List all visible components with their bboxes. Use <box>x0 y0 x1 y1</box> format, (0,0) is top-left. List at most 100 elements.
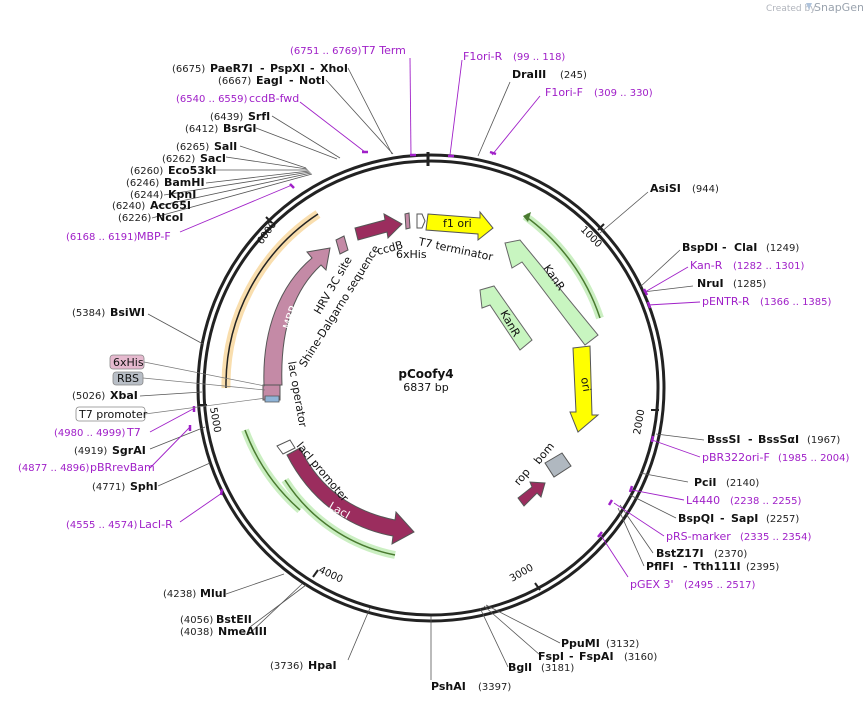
primer-name: T7 Term <box>361 44 406 57</box>
feature-laci-green-arc[interactable] <box>241 428 396 559</box>
feature-bom[interactable]: bom <box>531 440 572 478</box>
enzyme-bgli[interactable]: BglI (3181) <box>508 661 574 674</box>
enzyme-pos: (245) <box>560 70 587 81</box>
enzyme-name: BspQI <box>678 512 714 525</box>
box-label: 6xHis <box>113 356 144 369</box>
enzyme-draiii[interactable]: DraIII (245) <box>512 68 587 81</box>
primer-mbp-f[interactable]: (6168 .. 6191) MBP-F <box>66 230 171 243</box>
enzyme-srfi[interactable]: (6439) SrfI <box>210 110 270 123</box>
enzyme-bsrgi[interactable]: (6412) BsrGI <box>185 122 256 135</box>
enzyme-pos: (4771) <box>92 482 125 493</box>
enzyme-pos: (6675) <box>172 64 205 75</box>
primer-prs-marker[interactable]: pRS-marker (2335 .. 2354) <box>666 530 812 543</box>
enzyme-pcii[interactable]: PciI (2140) <box>694 476 759 489</box>
enzyme-pos: (3736) <box>270 661 303 672</box>
primer-name: F1ori-F <box>545 86 583 99</box>
primer-ccdb-fwd[interactable]: (6540 .. 6559) ccdB-fwd <box>176 92 299 105</box>
enzyme-asisi[interactable]: AsiSI (944) <box>650 182 719 195</box>
enzyme-pos: (6412) <box>185 124 218 135</box>
enzyme-name: NmeAIII <box>218 625 267 638</box>
enzyme-ncoi[interactable]: (6226) NcoI <box>118 211 183 224</box>
primer-f1ori-f[interactable]: F1ori-F (309 .. 330) <box>545 86 653 99</box>
primer-name: LacI-R <box>139 518 173 531</box>
primer-name: pENTR-R <box>702 295 750 308</box>
primer-kan-r[interactable]: Kan-R (1282 .. 1301) <box>690 259 805 272</box>
enzyme-pos: (3181) <box>541 663 574 674</box>
enzyme-bsteii[interactable]: (4056) BstEII <box>180 613 252 626</box>
enzyme-name: PpuMI <box>561 637 600 650</box>
enzyme-nmeaiii[interactable]: (4038) NmeAIII <box>180 625 267 638</box>
enzyme-bstz17i[interactable]: BstZ17I (2370) <box>656 547 747 560</box>
enzyme-name: PciI <box>694 476 716 489</box>
enzyme-name-2: NotI <box>299 74 325 87</box>
enzyme-name-2: PspXI <box>270 62 305 75</box>
enzyme-ppumi[interactable]: PpuMI (3132) <box>561 637 639 650</box>
primer-range: (2335 .. 2354) <box>740 532 812 543</box>
enzyme-name: SalI <box>214 140 237 153</box>
enzyme-bamhi[interactable]: (6246) BamHI <box>126 176 205 189</box>
enzyme-hpai[interactable]: (3736) HpaI <box>270 659 337 672</box>
feature-orange-arc[interactable] <box>221 210 321 389</box>
enzyme-sphi[interactable]: (4771) SphI <box>92 480 158 493</box>
primer-range: (4877 .. 4896) <box>18 463 90 474</box>
tick-6000: 6000 <box>255 220 279 247</box>
primer-ticks <box>188 150 655 538</box>
enzyme-name: NruI <box>697 277 724 290</box>
enzyme-sali[interactable]: (6265) SalI <box>176 140 237 153</box>
box-t7-promoter[interactable]: T7 promoter <box>75 397 267 422</box>
feature-f1-ori[interactable]: f1 ori <box>425 210 494 242</box>
enzyme-mlui[interactable]: (4238) MluI <box>163 587 227 600</box>
primer-t7[interactable]: (4980 .. 4999) T7 <box>54 426 141 439</box>
box-6xhis[interactable]: 6xHis <box>109 354 266 387</box>
primer-pentr-r[interactable]: pENTR-R (1366 .. 1385) <box>702 295 832 308</box>
primer-f1ori-r[interactable]: F1ori-R (99 .. 118) <box>463 50 565 63</box>
credit-prefix: Created by <box>766 4 816 14</box>
enzyme-bspdi-clai[interactable]: BspDI - ClaI (1249) <box>682 241 799 254</box>
enzyme-paer7i-pspxi-xhoi[interactable]: (6675) PaeR7I - PspXI - XhoI <box>172 62 348 75</box>
enzyme-bspqi-sapi[interactable]: BspQI - SapI (2257) <box>678 512 799 525</box>
enzyme-name: PaeR7I <box>210 62 253 75</box>
enzyme-name-2: ClaI <box>734 241 757 254</box>
feature-kanr-green-arc[interactable] <box>522 212 604 320</box>
enzyme-eagi-noti[interactable]: (6667) EagI - NotI <box>218 74 325 87</box>
enzyme-saci[interactable]: (6262) SacI <box>162 152 226 165</box>
enzyme-name-2: Tth111I <box>693 560 741 573</box>
feature-kanr-outer[interactable]: KanR <box>504 239 599 346</box>
enzyme-bsssi[interactable]: BssSI - BssSαI (1967) <box>707 433 840 446</box>
enzyme-fspi-fspai[interactable]: FspI - FspAI (3160) <box>538 650 657 663</box>
enzyme-pflfi-tth111i[interactable]: PflFI - Tth111I (2395) <box>646 560 779 573</box>
primer-name: F1ori-R <box>463 50 503 63</box>
primer-t7-term[interactable]: (6751 .. 6769) T7 Term <box>290 44 406 57</box>
feature-ori[interactable]: ori <box>569 345 600 433</box>
enzyme-name: BamHI <box>164 176 205 189</box>
enzyme-name: FspI <box>538 650 564 663</box>
enzyme-pos: (5026) <box>72 391 105 402</box>
enzyme-kpni[interactable]: (6244) KpnI <box>130 188 196 201</box>
enzyme-pos: (1249) <box>766 243 799 254</box>
enzyme-name: BsiWI <box>110 306 145 319</box>
enzyme-name: EagI <box>256 74 283 87</box>
enzyme-bsiwi[interactable]: (5384) BsiWI <box>72 306 145 319</box>
primer-pgex-3[interactable]: pGEX 3' (2495 .. 2517) <box>630 578 756 591</box>
primer-l4440[interactable]: L4440 (2238 .. 2255) <box>686 494 802 507</box>
box-rbs[interactable]: RBS <box>112 371 266 391</box>
feature-kanr-inner[interactable]: KanR <box>479 285 533 351</box>
primer-pbr322ori-f[interactable]: pBR322ori-F (1985 .. 2004) <box>702 451 850 464</box>
enzyme-eco53ki[interactable]: (6260) Eco53kI <box>130 164 216 177</box>
enzyme-pos: (2370) <box>714 549 747 560</box>
feature-rop[interactable]: rop <box>511 466 546 507</box>
enzyme-sep: - <box>722 241 727 254</box>
enzyme-pshai[interactable]: PshAI (3397) <box>431 680 511 693</box>
primer-laci-r[interactable]: (4555 .. 4574) LacI-R <box>66 518 173 531</box>
feature-6xhis-small[interactable]: 6xHis <box>396 212 427 261</box>
enzyme-xbai[interactable]: (5026) XbaI <box>72 389 138 402</box>
tick-3000: 3000 <box>508 562 536 584</box>
enzyme-acc65i[interactable]: (6240) Acc65I <box>112 199 191 212</box>
enzyme-nrui[interactable]: NruI (1285) <box>697 277 766 290</box>
box-label: T7 promoter <box>78 408 148 421</box>
primer-pbrrevbam[interactable]: (4877 .. 4896) pBRrevBam <box>18 461 155 474</box>
enzyme-name: BssSI <box>707 433 741 446</box>
enzyme-name: HpaI <box>308 659 337 672</box>
enzyme-labels-bottom: PpuMI (3132) FspI - FspAI (3160) BglI (3… <box>163 587 657 693</box>
enzyme-sgrai[interactable]: (4919) SgrAI <box>74 444 146 457</box>
